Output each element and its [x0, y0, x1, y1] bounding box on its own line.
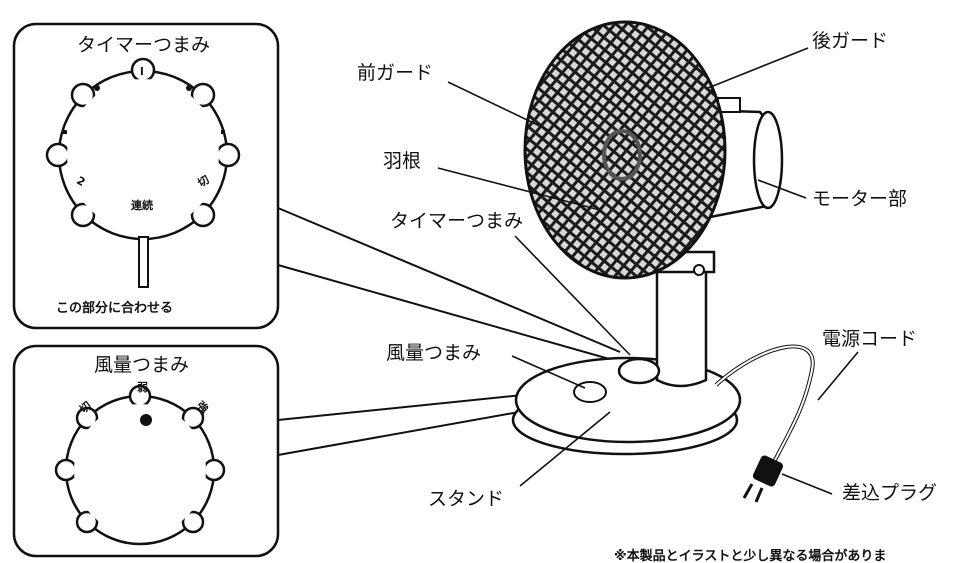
timer-box-title: タイマーつまみ	[77, 34, 211, 56]
label-power-cord: 電源コード	[822, 328, 918, 350]
leader-lines	[437, 47, 859, 495]
fan-body	[511, 20, 815, 503]
label-plug: 差込プラグ	[842, 482, 938, 504]
timer-pointer-caption: この部分に合わせる	[56, 301, 174, 316]
label-front-guard: 前ガード	[357, 62, 434, 84]
timer-pointer-stem	[138, 236, 149, 288]
wind-dial	[54, 384, 226, 546]
label-wind-knob: 風量つまみ	[386, 342, 482, 364]
timer-dial	[45, 57, 241, 241]
label-motor: モーター部	[812, 188, 908, 210]
label-timer-knob: タイマーつまみ	[390, 210, 524, 232]
wind-mark-weak: 弱	[137, 381, 148, 394]
wind-box-title: 風量つまみ	[94, 354, 190, 376]
label-blade: 羽根	[383, 150, 422, 172]
timer-mark-continuous: 連続	[131, 199, 153, 212]
footnote: ※本製品とイラストと少し異なる場合がありま	[614, 549, 887, 563]
timer-mark-1: l	[140, 65, 144, 78]
label-rear-guard: 後ガード	[812, 30, 889, 52]
label-stand: スタンド	[428, 488, 505, 510]
